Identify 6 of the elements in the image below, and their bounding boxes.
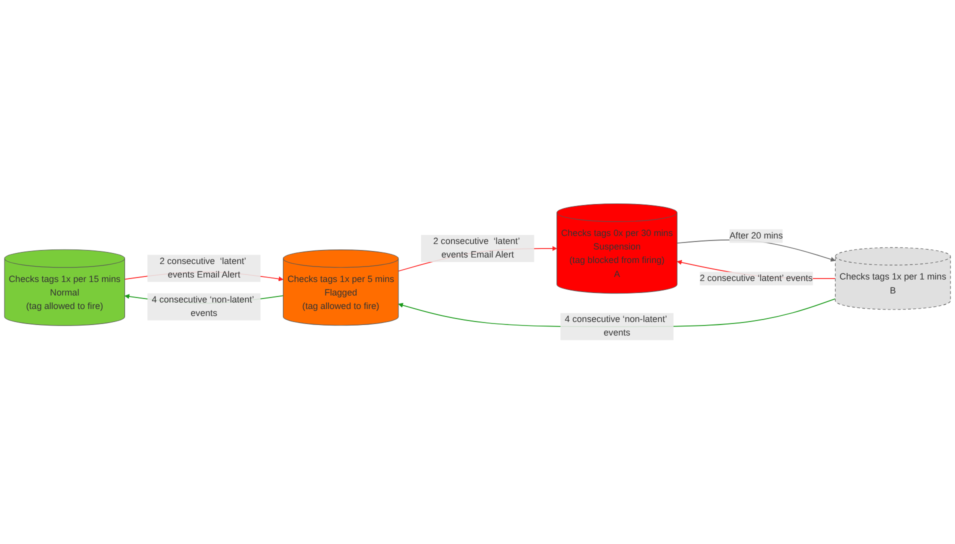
edge-label: 2 consecutive ‘latent’ events Email Alert: [433, 236, 520, 260]
edge-label: 2 consecutive ‘latent’ events Email Alert: [160, 256, 246, 280]
edge-label: After 20 mins: [730, 230, 783, 241]
edge-label: 2 consecutive ‘latent’ events: [700, 273, 813, 284]
edge-label: 4 consecutive ‘non-latent’ events: [152, 294, 254, 318]
edge-label: 4 consecutive ‘non-latent’ events: [564, 314, 667, 338]
